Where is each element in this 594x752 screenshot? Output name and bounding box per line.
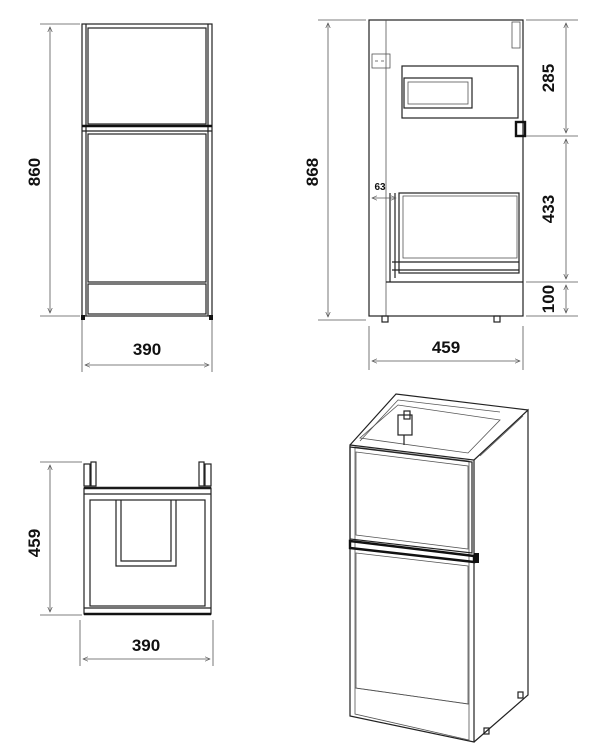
dim-top-depth: 459 — [25, 461, 82, 616]
top-view — [83, 461, 212, 616]
side-lower-drawer — [398, 192, 520, 274]
front-view — [81, 23, 213, 320]
front-plinth — [87, 283, 207, 315]
front-door-panel — [87, 133, 207, 283]
label-side-width: 459 — [432, 338, 460, 357]
label-side-top: 285 — [539, 64, 558, 92]
isometric-view — [348, 393, 529, 743]
label-side-bottom: 100 — [539, 285, 558, 313]
iso-bracket — [397, 414, 413, 436]
top-outer-frame — [83, 487, 212, 615]
label-side-middle: 433 — [539, 195, 558, 223]
iso-side-face — [473, 408, 529, 743]
dim-top-width: 390 — [79, 620, 214, 666]
dim-side-height: 868 — [303, 19, 366, 321]
label-front-height: 860 — [25, 158, 44, 186]
label-front-width: 390 — [133, 340, 161, 359]
front-upper-panel — [87, 27, 207, 125]
side-handle — [514, 120, 527, 138]
side-upper-drawer — [401, 65, 519, 119]
iso-drawer-panel — [349, 446, 473, 554]
front-outer-frame — [81, 23, 213, 317]
dim-side-right: 285 433 100 — [526, 19, 578, 317]
dim-front-width: 390 — [81, 320, 213, 372]
side-outer-frame — [368, 19, 524, 317]
dim-side-offset: 63 — [372, 182, 396, 198]
label-side-offset: 63 — [374, 182, 386, 193]
dim-side-width: 459 — [368, 326, 524, 370]
label-top-width: 390 — [132, 636, 160, 655]
iso-door-panel — [355, 552, 469, 705]
label-top-depth: 459 — [25, 529, 44, 557]
dim-front-height: 860 — [25, 23, 80, 317]
iso-front-face — [349, 444, 475, 743]
label-side-height: 868 — [303, 158, 322, 186]
side-view — [368, 19, 527, 323]
